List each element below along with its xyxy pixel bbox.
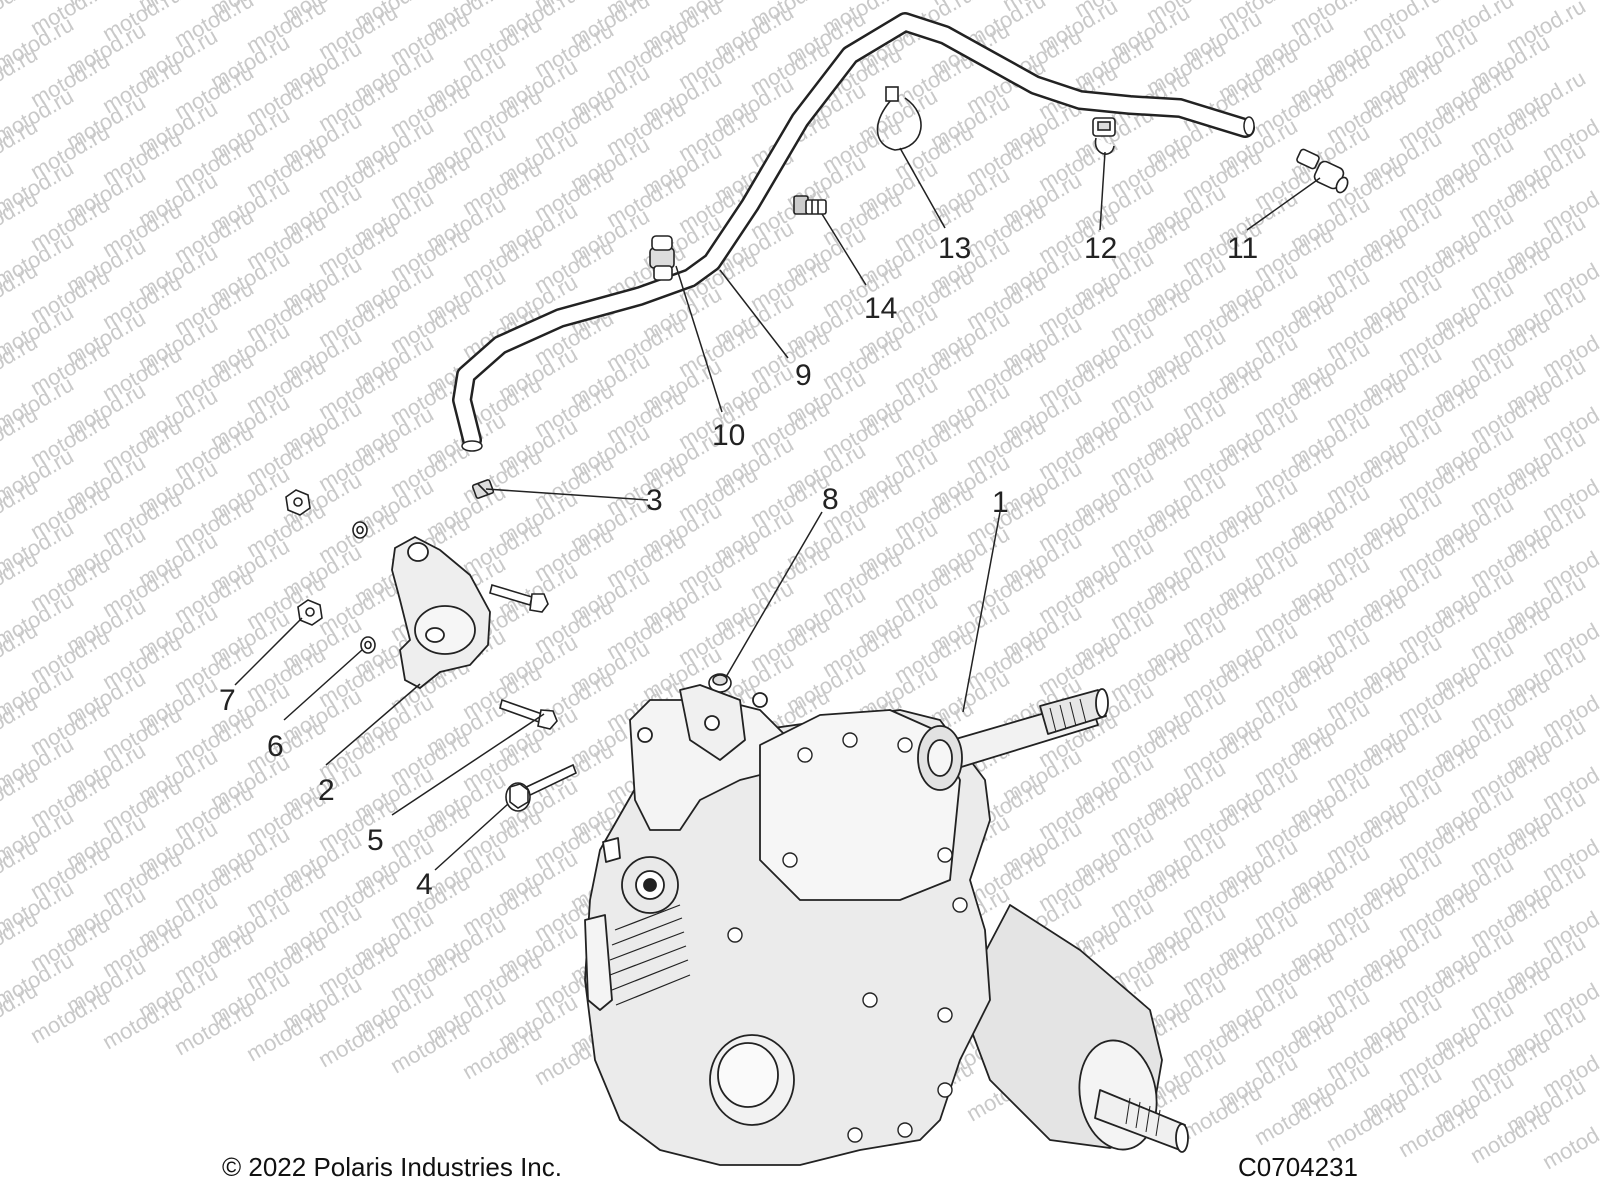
- callout-2: 2: [318, 774, 335, 807]
- callout-9: 9: [795, 359, 812, 392]
- part-13-cable-tie: [876, 86, 922, 151]
- part-6-washer: [352, 521, 376, 654]
- callout-4: 4: [416, 868, 433, 901]
- part-8-bushing: [708, 673, 732, 693]
- callout-6: 6: [267, 730, 284, 763]
- part-3-clip: [471, 479, 495, 499]
- callout-10: 10: [712, 419, 745, 452]
- part-14-vent-fitting: [793, 195, 827, 215]
- callout-3: 3: [646, 484, 663, 517]
- callout-14: 14: [864, 292, 897, 325]
- callout-1: 1: [992, 486, 1009, 519]
- part-11-hose-fitting: [1296, 148, 1349, 194]
- callout-7: 7: [219, 684, 236, 717]
- part-10-hose-clamp: [649, 235, 675, 281]
- part-2-cover: [391, 535, 491, 690]
- part-9-breather-hose: [452, 12, 1255, 452]
- part-12-hose-clamp: [1092, 117, 1116, 155]
- copyright-text: © 2022 Polaris Industries Inc.: [222, 1152, 562, 1182]
- callout-8: 8: [822, 483, 839, 516]
- diagram-code-text: C0704231: [1238, 1152, 1358, 1182]
- part-1-transmission: [584, 684, 1189, 1166]
- callout-5: 5: [367, 824, 384, 857]
- leader-lines: [234, 147, 1321, 871]
- callout-labels: 1 2 3 4 5 6 7 8 9 10 11 12 13 14: [219, 232, 1258, 901]
- callout-12: 12: [1084, 232, 1117, 265]
- part-7-nut: [285, 489, 323, 626]
- callout-13: 13: [938, 232, 971, 265]
- callout-11: 11: [1227, 232, 1258, 265]
- part-4-flange-bolt: [505, 763, 578, 812]
